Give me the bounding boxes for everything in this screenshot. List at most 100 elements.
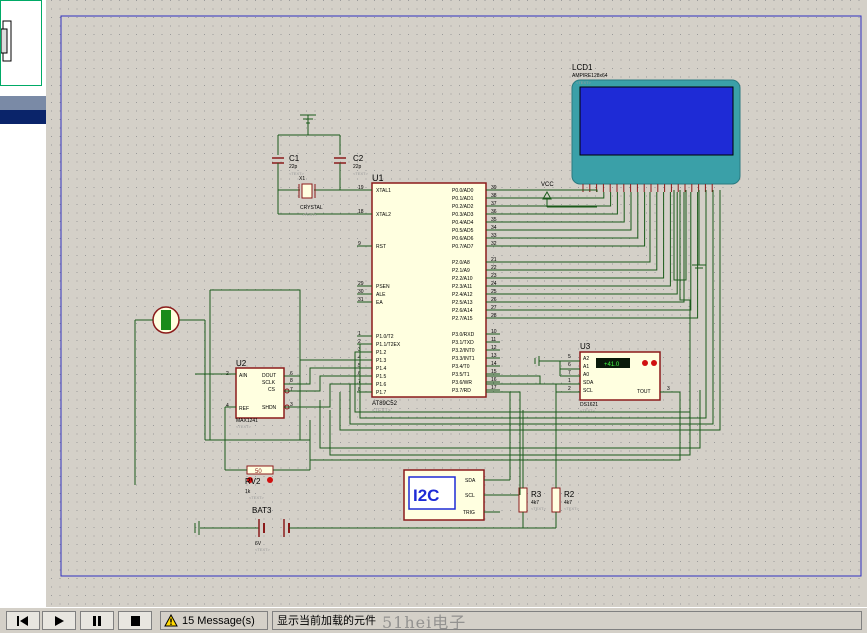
u3-ref: U3 [580,342,591,351]
u1-pin-name: P1.1/T2EX [376,342,401,348]
watermark: 51hei电子 [382,613,467,632]
sheet-border [60,15,862,577]
u1-pin-name: P0.3/AD3 [452,212,474,218]
c1-ref: C1 [289,154,300,163]
u2-adc[interactable]: U2 MAX1241 <TEXT> AIN 2 REF 4 DOUT SCLK … [226,359,293,429]
oscillator-circuit[interactable]: C1 22p <TEXT> C2 22p <TEXT> X1 CRYSTAL <… [272,114,372,217]
u1-pin-name: ALE [376,292,386,298]
u1-pin-name: P0.2/AD2 [452,204,474,210]
x1-text: <TEXT> [302,212,318,217]
u3-pin-scl-num: 2 [568,386,571,392]
u1-pin-name: P2.1/A9 [452,268,470,274]
rv2-ref: RV2 [245,477,261,486]
u1-pin-num: 26 [491,297,497,303]
u1-pin-num: 28 [491,313,497,319]
lcd-part: AMPIRE128x64 [572,73,608,79]
bus-wire [500,192,699,319]
u1-pin-name: P3.1/TXD [452,340,474,346]
lcd-display[interactable]: LCD1 AMPIRE128x64 <TEXT> [571,63,741,192]
step-back-button[interactable] [6,611,40,630]
bus-wire [500,192,618,215]
bus-wire [500,189,598,192]
i2c-debugger[interactable]: I2C SDA SCL TRIG [403,469,520,521]
meter-gauge[interactable] [134,306,206,485]
r3-text: <TEXT> [531,506,547,511]
r3-ref: R3 [531,490,542,499]
u2-text: <TEXT> [236,424,252,429]
control-wires [195,190,721,470]
u1-pin-num: 9 [358,241,361,247]
u1-pin-name: P3.7/RD [452,388,471,394]
u1-pin-num: 32 [491,241,497,247]
r2-ref: R2 [564,490,575,499]
bat3-battery[interactable]: BAT3 6V <TEXT> [194,506,420,552]
u3-pin-sda: SDA [583,380,594,386]
device-list-header[interactable] [0,110,46,124]
c2-value: 22p [353,164,362,170]
u1-pin-num: 1 [358,331,361,337]
vcc-label: VCC [541,182,554,188]
play-button[interactable] [42,611,76,630]
overview-window[interactable] [0,0,42,86]
u1-pin-num: 12 [491,345,497,351]
c1-text: <TEXT> [289,171,305,176]
u1-right-pins: 39P0.0/AD038P0.1/AD137P0.2/AD236P0.3/AD3… [452,185,500,394]
bus-wire [500,192,625,223]
u1-pin-name: P2.4/A12 [452,292,473,298]
u1-pin-name: P0.7/AD7 [452,244,474,250]
u2-pin-ref: REF [239,406,249,412]
u1-text: <TEXT> [372,408,391,414]
u3-text: <TEXT> [580,408,596,413]
u1-pin-num: 18 [358,209,364,215]
pullup-resistors[interactable]: R3 4k7 <TEXT> R2 4k7 <TEXT> [420,390,580,529]
u1-pin-name: P2.7/A15 [452,316,473,322]
u1-pin-name: PSEN [376,284,390,290]
u3-part: DS1621 [580,402,598,408]
u1-pin-name: P3.6/WR [452,380,472,386]
bus-wire [500,192,692,311]
lcd-text: <TEXT> [576,80,592,85]
lcd-pins [582,184,713,192]
u3-pin-scl: SCL [583,388,593,394]
u1-pin-name: P2.0/A8 [452,260,470,266]
u1-pin-name: P2.3/A11 [452,284,472,290]
u1-pin-num: 17 [491,385,497,391]
u1-pin-name: P1.3 [376,358,387,364]
rv2-display: 50 [255,469,262,475]
u1-pin-num: 38 [491,193,497,199]
u2-pin-cs-num: 7 [290,387,293,393]
r2-text: <TEXT> [564,506,580,511]
x1-part: CRYSTAL [300,205,323,211]
u1-part: AT89C52 [372,401,398,407]
messages-indicator[interactable]: 15 Message(s) [160,611,268,630]
u1-pin-num: 16 [491,377,497,383]
rv2-potentiometer[interactable]: 50 RV2 1k <TEXT> [224,407,310,500]
u1-pin-num: 10 [491,329,497,335]
u2-pin-dout: DOUT [262,373,276,379]
u3-pin-tout: TOUT [637,389,651,395]
u3-temp-sensor[interactable]: U3 DS1621 <TEXT> +41.0 A2 A1 A0 SDA SCL … [534,342,680,413]
u1-pin-num: 24 [491,281,497,287]
u2-pin-shdn-num: 3 [290,402,293,408]
u1-pin-num: 29 [358,281,364,287]
u3-pin-a0: A0 [583,372,589,378]
pause-button[interactable] [80,611,114,630]
c2-ref: C2 [353,154,364,163]
u1-pin-num: 30 [358,289,364,295]
status-bar: 15 Message(s) 显示当前加载的元件 51hei电子 [0,607,867,633]
u1-pin-name: P0.1/AD1 [452,196,474,202]
u1-pin-num: 33 [491,233,497,239]
u1-pin-num: 15 [491,369,497,375]
warning-icon [164,614,178,627]
u1-pin-num: 31 [358,297,364,303]
u1-pin-name: P1.4 [376,366,387,372]
u2-pin-cs: CS [268,387,276,393]
u2-pin-dout-num: 6 [290,371,293,377]
u2-part: MAX1241 [236,418,258,424]
u1-pin-num: 36 [491,209,497,215]
u3-pin-a2-num: 5 [568,354,571,360]
stop-button[interactable] [118,611,152,630]
u2-pin-ain: AIN [239,373,248,379]
